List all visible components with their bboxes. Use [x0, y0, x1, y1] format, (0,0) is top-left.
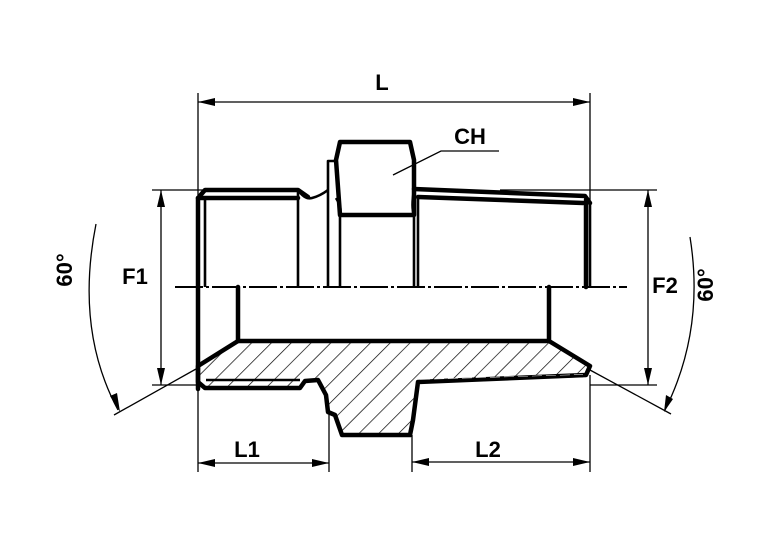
- arrowhead-icon: [198, 459, 215, 467]
- dimension-F1: F1: [122, 189, 205, 386]
- label-CH: CH: [454, 124, 486, 149]
- label-angle-left: 60°: [52, 253, 77, 286]
- label-angle-right: 60°: [693, 268, 718, 301]
- fitting-section-view: [195, 338, 593, 438]
- arrowhead-icon: [664, 395, 673, 412]
- arrowhead-icon: [157, 368, 165, 385]
- arrowhead-icon: [573, 98, 590, 106]
- arrowhead-icon: [412, 458, 429, 466]
- label-F1: F1: [122, 264, 148, 289]
- dimension-F2: F2: [500, 189, 678, 386]
- label-L: L: [375, 70, 388, 95]
- arrowhead-icon: [573, 458, 590, 466]
- label-L1: L1: [234, 437, 260, 462]
- arrowhead-icon: [157, 190, 165, 207]
- dimension-CH: CH: [392, 124, 499, 176]
- label-L2: L2: [475, 437, 501, 462]
- arrowhead-icon: [644, 368, 652, 385]
- angle-left-60: 60°: [52, 223, 197, 416]
- arrowhead-icon: [198, 98, 215, 106]
- arrowhead-icon: [312, 459, 329, 467]
- arrowhead-icon: [644, 190, 652, 207]
- angle-right-60: 60°: [589, 236, 718, 415]
- dimension-L1: L1: [197, 388, 330, 472]
- dimension-L2: L2: [411, 375, 591, 472]
- label-F2: F2: [652, 273, 678, 298]
- fitting-upper-view: [195, 139, 593, 392]
- arrowhead-icon: [110, 393, 120, 412]
- dimension-L: L: [197, 70, 591, 200]
